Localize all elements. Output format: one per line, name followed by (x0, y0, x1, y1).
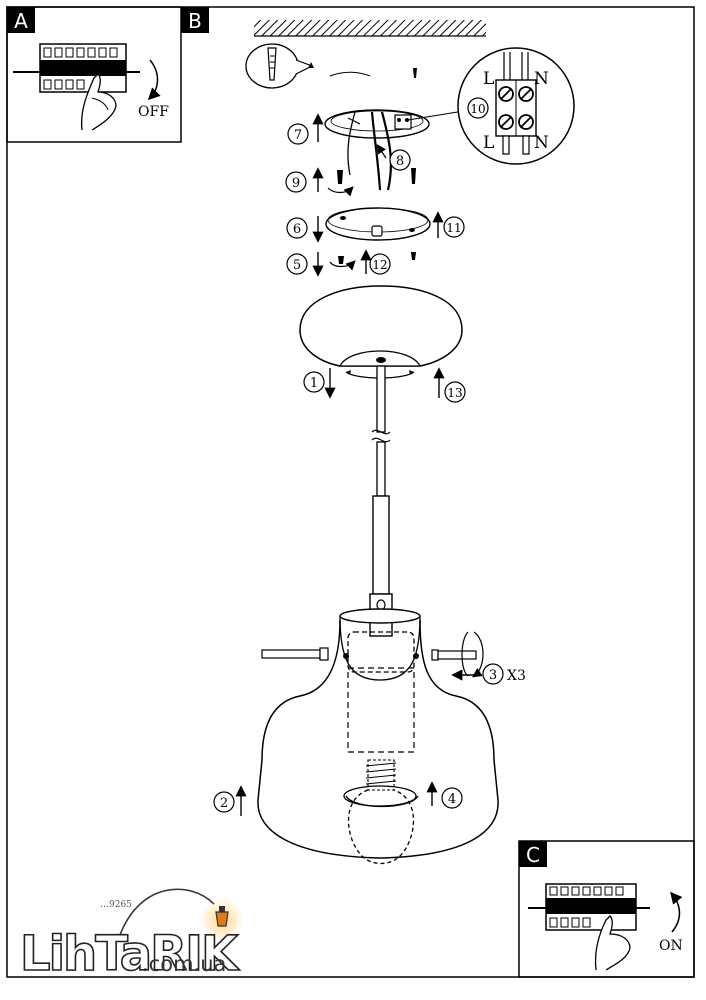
screw-icon (413, 68, 417, 78)
terminal-n-bottom: N (534, 133, 549, 153)
hand-icon (594, 915, 631, 971)
panel-b-label: B (188, 9, 202, 33)
breaker-icon (528, 883, 650, 931)
outer-frame (6, 6, 695, 978)
canopy (299, 285, 463, 379)
screw-icon (337, 170, 343, 184)
terminal-l-bottom: L (483, 133, 494, 153)
step-4: 4 (448, 792, 456, 807)
side-screws (261, 631, 484, 678)
screw-icon (308, 62, 314, 68)
ceiling-plate (325, 207, 431, 241)
step-8: 8 (396, 154, 404, 169)
step-3: 3 (489, 668, 497, 683)
brand-name: LihTaRIK (20, 926, 240, 982)
step-1: 1 (310, 376, 318, 391)
hand-icon (80, 73, 117, 131)
drill-bubble (245, 43, 417, 89)
screw-icon (411, 252, 416, 260)
panel-c-label: C (526, 843, 540, 867)
rotate-arrow-icon (329, 260, 356, 271)
rotate-arrow-icon (327, 186, 354, 197)
step-3-count: X3 (507, 668, 526, 684)
panel-a-label: A (14, 9, 28, 33)
ceiling-hatch (254, 20, 486, 36)
step-9: 9 (292, 176, 300, 191)
terminal-l-top: L (483, 69, 494, 89)
step-11: 11 (446, 221, 461, 235)
curved-arrow-icon (147, 59, 161, 101)
curved-arrow-icon (670, 891, 683, 933)
lantern-icon (215, 911, 229, 927)
off-text: OFF (138, 104, 169, 120)
suspension-rod (369, 365, 393, 637)
bulb-icon (343, 759, 419, 865)
rotate-arrow-icon (472, 631, 484, 678)
step-10: 10 (470, 102, 485, 116)
terminal-n-top: N (534, 69, 549, 89)
breaker-icon (13, 43, 140, 93)
step-6: 6 (293, 222, 301, 237)
brand-domain: .com.ua (142, 952, 226, 976)
terminal-block-icon (394, 114, 412, 130)
panel-a-switch-off: A OFF (6, 6, 182, 143)
on-text: ON (659, 938, 683, 954)
step-7: 7 (294, 128, 302, 143)
wall-plug-icon (267, 47, 277, 81)
step-5: 5 (293, 258, 301, 273)
mounting-bracket (324, 109, 430, 191)
product-code: …9265 (100, 900, 132, 910)
watermark-logo: …9265 LihTaRIK .com.ua (19, 888, 244, 983)
step-2: 2 (220, 796, 228, 811)
terminal-detail: L N L N 10 (407, 47, 575, 165)
screw-icon (338, 256, 344, 264)
panel-c-switch-on: C ON (518, 840, 695, 978)
screw-icon (411, 168, 416, 184)
step-13: 13 (447, 386, 462, 400)
glass-shade (257, 608, 499, 859)
step-12: 12 (372, 258, 387, 272)
